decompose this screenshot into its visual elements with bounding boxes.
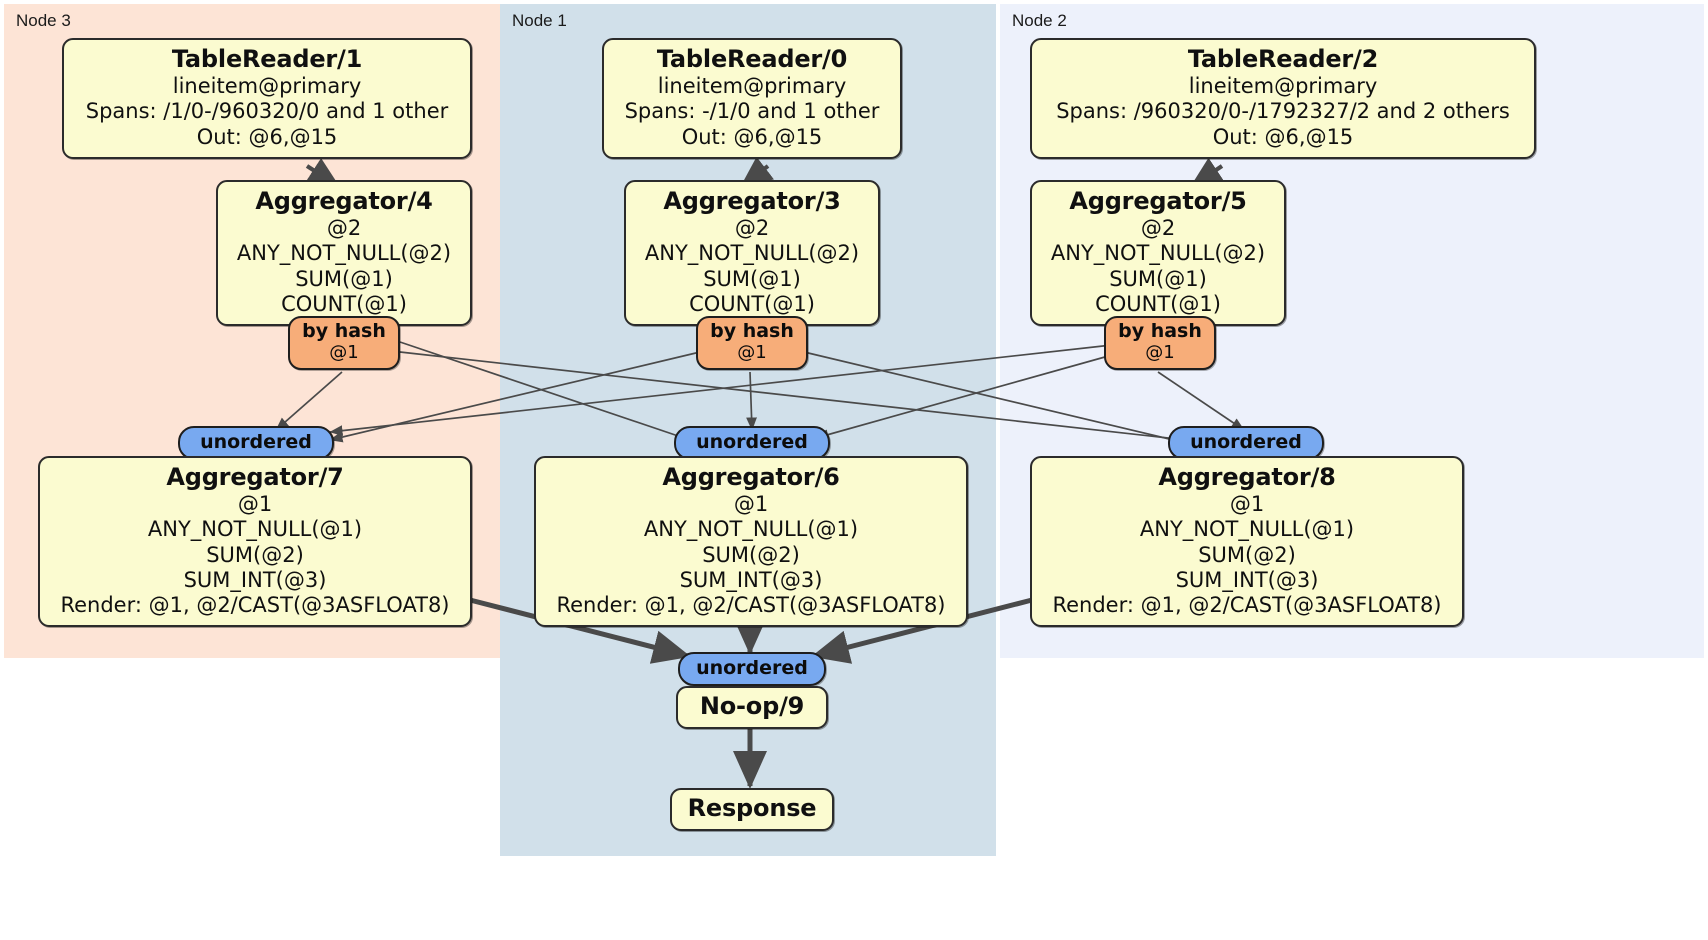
processor-aggregator-7[interactable]: Aggregator/7 @1 ANY_NOT_NULL(@1) SUM(@2)… xyxy=(38,456,472,628)
processor-title: Aggregator/4 xyxy=(255,187,433,215)
processor-detail: @1 xyxy=(733,492,769,517)
synchronizer-label: unordered xyxy=(696,431,808,454)
processor-title: Aggregator/7 xyxy=(166,463,344,491)
processor-detail: Render: @1, @2/CAST(@3ASFLOAT8) xyxy=(556,593,946,618)
processor-aggregator-3[interactable]: Aggregator/3 @2 ANY_NOT_NULL(@2) SUM(@1)… xyxy=(624,180,880,327)
synchronizer-unordered-final[interactable]: unordered xyxy=(678,652,826,686)
processor-detail: Out: @6,@15 xyxy=(1212,124,1354,149)
synchronizer-label: unordered xyxy=(1190,431,1302,454)
node-panel-label: Node 1 xyxy=(512,11,567,30)
processor-detail: @2 xyxy=(1140,216,1176,241)
processor-detail: Render: @1, @2/CAST(@3ASFLOAT8) xyxy=(1052,593,1442,618)
processor-detail: @1 xyxy=(1229,492,1265,517)
processor-detail: COUNT(@1) xyxy=(1095,291,1221,316)
processor-aggregator-4[interactable]: Aggregator/4 @2 ANY_NOT_NULL(@2) SUM(@1)… xyxy=(216,180,472,327)
processor-title: Response xyxy=(687,794,817,822)
router-key: @1 xyxy=(329,341,359,363)
node-panel-label: Node 3 xyxy=(16,11,71,30)
processor-detail: ANY_NOT_NULL(@1) xyxy=(1139,517,1355,542)
synchronizer-unordered-aggregator-8[interactable]: unordered xyxy=(1168,426,1324,460)
router-key: @1 xyxy=(1145,341,1175,363)
processor-response[interactable]: Response xyxy=(670,788,834,832)
processor-detail: Out: @6,@15 xyxy=(681,124,823,149)
router-by-hash-aggregator-4[interactable]: by hash @1 xyxy=(288,316,400,370)
synchronizer-label: unordered xyxy=(200,431,312,454)
router-label: by hash xyxy=(710,320,794,343)
processor-detail: lineitem@primary xyxy=(1188,74,1378,99)
processor-table-reader-0[interactable]: TableReader/0 lineitem@primary Spans: -/… xyxy=(602,38,902,159)
processor-title: Aggregator/8 xyxy=(1158,463,1336,491)
processor-title: TableReader/2 xyxy=(1187,45,1379,73)
processor-detail: COUNT(@1) xyxy=(281,291,407,316)
synchronizer-unordered-aggregator-6[interactable]: unordered xyxy=(674,426,830,460)
processor-detail: SUM_INT(@3) xyxy=(679,567,823,592)
router-label: by hash xyxy=(302,320,386,343)
processor-detail: @2 xyxy=(326,216,362,241)
processor-detail: @2 xyxy=(734,216,770,241)
processor-detail: ANY_NOT_NULL(@2) xyxy=(236,241,452,266)
router-by-hash-aggregator-3[interactable]: by hash @1 xyxy=(696,316,808,370)
processor-detail: SUM(@1) xyxy=(295,266,393,291)
processor-title: No-op/9 xyxy=(699,692,805,720)
router-by-hash-aggregator-5[interactable]: by hash @1 xyxy=(1104,316,1216,370)
processor-detail: ANY_NOT_NULL(@1) xyxy=(643,517,859,542)
processor-detail: SUM_INT(@3) xyxy=(183,567,327,592)
processor-detail: ANY_NOT_NULL(@2) xyxy=(1050,241,1266,266)
processor-detail: ANY_NOT_NULL(@1) xyxy=(147,517,363,542)
processor-title: TableReader/1 xyxy=(171,45,363,73)
processor-title: Aggregator/3 xyxy=(663,187,841,215)
processor-detail: Spans: -/1/0 and 1 other xyxy=(624,99,880,124)
processor-aggregator-8[interactable]: Aggregator/8 @1 ANY_NOT_NULL(@1) SUM(@2)… xyxy=(1030,456,1464,628)
processor-detail: lineitem@primary xyxy=(172,74,362,99)
processor-detail: lineitem@primary xyxy=(657,74,847,99)
processor-detail: ANY_NOT_NULL(@2) xyxy=(644,241,860,266)
processor-table-reader-2[interactable]: TableReader/2 lineitem@primary Spans: /9… xyxy=(1030,38,1536,159)
processor-title: TableReader/0 xyxy=(656,45,848,73)
processor-detail: @1 xyxy=(237,492,273,517)
processor-title: Aggregator/6 xyxy=(662,463,840,491)
node-panel-label: Node 2 xyxy=(1012,11,1067,30)
processor-detail: SUM(@2) xyxy=(1198,542,1296,567)
processor-table-reader-1[interactable]: TableReader/1 lineitem@primary Spans: /1… xyxy=(62,38,472,159)
processor-detail: Out: @6,@15 xyxy=(196,124,338,149)
router-label: by hash xyxy=(1118,320,1202,343)
processor-aggregator-6[interactable]: Aggregator/6 @1 ANY_NOT_NULL(@1) SUM(@2)… xyxy=(534,456,968,628)
processor-detail: SUM(@1) xyxy=(703,266,801,291)
processor-aggregator-5[interactable]: Aggregator/5 @2 ANY_NOT_NULL(@2) SUM(@1)… xyxy=(1030,180,1286,327)
processor-detail: COUNT(@1) xyxy=(689,291,815,316)
processor-detail: Render: @1, @2/CAST(@3ASFLOAT8) xyxy=(60,593,450,618)
processor-detail: Spans: /1/0-/960320/0 and 1 other xyxy=(85,99,449,124)
router-key: @1 xyxy=(737,341,767,363)
synchronizer-unordered-aggregator-7[interactable]: unordered xyxy=(178,426,334,460)
processor-detail: SUM_INT(@3) xyxy=(1175,567,1319,592)
processor-title: Aggregator/5 xyxy=(1069,187,1247,215)
synchronizer-label: unordered xyxy=(696,657,808,680)
processor-noop-9[interactable]: No-op/9 xyxy=(676,686,828,730)
processor-detail: Spans: /960320/0-/1792327/2 and 2 others xyxy=(1056,99,1510,124)
processor-detail: SUM(@1) xyxy=(1109,266,1207,291)
processor-detail: SUM(@2) xyxy=(702,542,800,567)
processor-detail: SUM(@2) xyxy=(206,542,304,567)
